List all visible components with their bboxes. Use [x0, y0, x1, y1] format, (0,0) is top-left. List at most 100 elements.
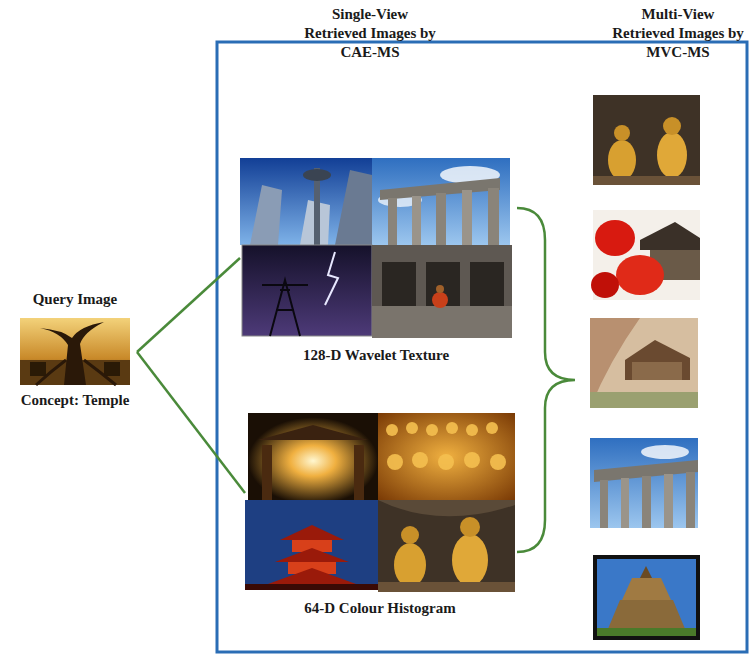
illustration-part — [275, 548, 349, 562]
illustration-part — [280, 525, 344, 540]
illustration-part — [436, 193, 446, 245]
illustration-part — [372, 158, 510, 245]
connector-line — [137, 258, 240, 352]
illustration-part — [268, 568, 356, 584]
illustration-part — [590, 392, 698, 408]
illustration-part — [640, 566, 652, 578]
column-heading: Single-View Retrieved Images by CAE-MS — [301, 5, 439, 62]
illustration-part — [438, 454, 454, 470]
illustration-part — [486, 422, 498, 434]
column-heading: Multi-View Retrieved Images by MVC-MS — [609, 5, 747, 62]
illustration-part — [464, 452, 480, 468]
illustration-part — [597, 628, 696, 636]
retrieved-image — [590, 438, 698, 528]
illustration-part — [436, 285, 444, 293]
illustration-part — [470, 262, 504, 306]
illustration-part — [386, 422, 506, 470]
retrieved-image — [593, 95, 700, 185]
illustration-part — [593, 95, 700, 185]
illustration-part — [460, 517, 480, 537]
illustration-part — [387, 454, 403, 470]
retrieved-image — [245, 500, 378, 590]
retrieved-image — [591, 210, 700, 300]
illustration-part — [616, 255, 664, 295]
illustration-part — [446, 422, 458, 434]
illustration-part — [20, 318, 130, 385]
illustration-part — [625, 340, 690, 380]
connector-line — [137, 352, 245, 493]
illustration-part — [591, 272, 619, 298]
retrieved-image — [590, 318, 698, 408]
illustration-part — [386, 424, 398, 436]
illustration-part — [590, 438, 698, 528]
feature-view-group: 128-D Wavelet Texture — [240, 158, 512, 365]
illustration-part — [36, 360, 116, 385]
illustration-part — [412, 452, 428, 468]
illustration-part — [622, 578, 671, 600]
illustration-part — [686, 472, 695, 528]
illustration-part — [488, 188, 499, 245]
illustration-part — [640, 222, 700, 250]
illustration-part — [240, 158, 372, 245]
retrieved-image — [372, 158, 510, 245]
retrieved-image — [240, 158, 372, 245]
retrieved-image — [248, 413, 378, 500]
illustration-part — [452, 534, 488, 586]
illustration-part — [597, 559, 696, 636]
illustration-part — [632, 362, 682, 380]
illustration-part — [642, 476, 651, 528]
illustration-part — [354, 445, 364, 500]
query-image — [20, 318, 130, 385]
node-label: 64-D Colour Histogram — [245, 599, 515, 618]
illustration-part — [388, 198, 397, 245]
illustration-part — [372, 306, 512, 338]
illustration-part — [325, 252, 338, 305]
illustration-part — [250, 185, 282, 245]
illustration-part — [595, 220, 635, 256]
illustration-part — [426, 424, 438, 436]
retrieved-image — [593, 555, 700, 640]
retrieved-image — [378, 500, 515, 592]
illustration-part — [608, 140, 636, 180]
illustration-part — [593, 176, 700, 185]
illustration-part — [104, 362, 120, 376]
curly-bracket — [517, 208, 575, 552]
illustration-part — [657, 132, 687, 178]
illustration-part — [378, 413, 515, 500]
illustration-part — [593, 555, 700, 640]
illustration-part — [663, 117, 681, 135]
illustration-part — [664, 474, 673, 528]
illustration-part — [432, 292, 448, 308]
panel-frame — [217, 42, 747, 652]
illustration-part — [614, 125, 630, 141]
retrieved-image — [242, 245, 372, 336]
illustration-part — [490, 454, 506, 470]
feature-view-group: 64-D Colour Histogram — [245, 413, 515, 618]
illustration-part — [262, 445, 272, 500]
query-node: Query ImageConcept: Temple — [13, 290, 137, 410]
illustration-part — [248, 413, 378, 500]
illustration-part — [40, 322, 104, 385]
illustration-part — [590, 318, 698, 408]
illustration-part — [30, 362, 46, 376]
illustration-part — [401, 526, 419, 544]
illustration-part — [372, 245, 512, 338]
illustration-part — [466, 424, 478, 436]
illustration-part — [245, 584, 378, 590]
illustration-part — [641, 445, 689, 459]
illustration-part — [245, 500, 378, 590]
illustration-part — [412, 196, 421, 245]
retrieved-image — [378, 413, 515, 500]
node-label: 128-D Wavelet Texture — [240, 346, 512, 365]
illustration-part — [378, 582, 515, 592]
illustration-part — [600, 480, 608, 528]
illustration-part — [378, 500, 515, 592]
illustration-part — [335, 170, 372, 245]
illustration-part — [406, 422, 418, 434]
illustration-part — [382, 262, 416, 306]
illustration-part — [621, 478, 629, 528]
illustration-part — [303, 169, 331, 181]
node-label: Query Image — [13, 290, 137, 309]
